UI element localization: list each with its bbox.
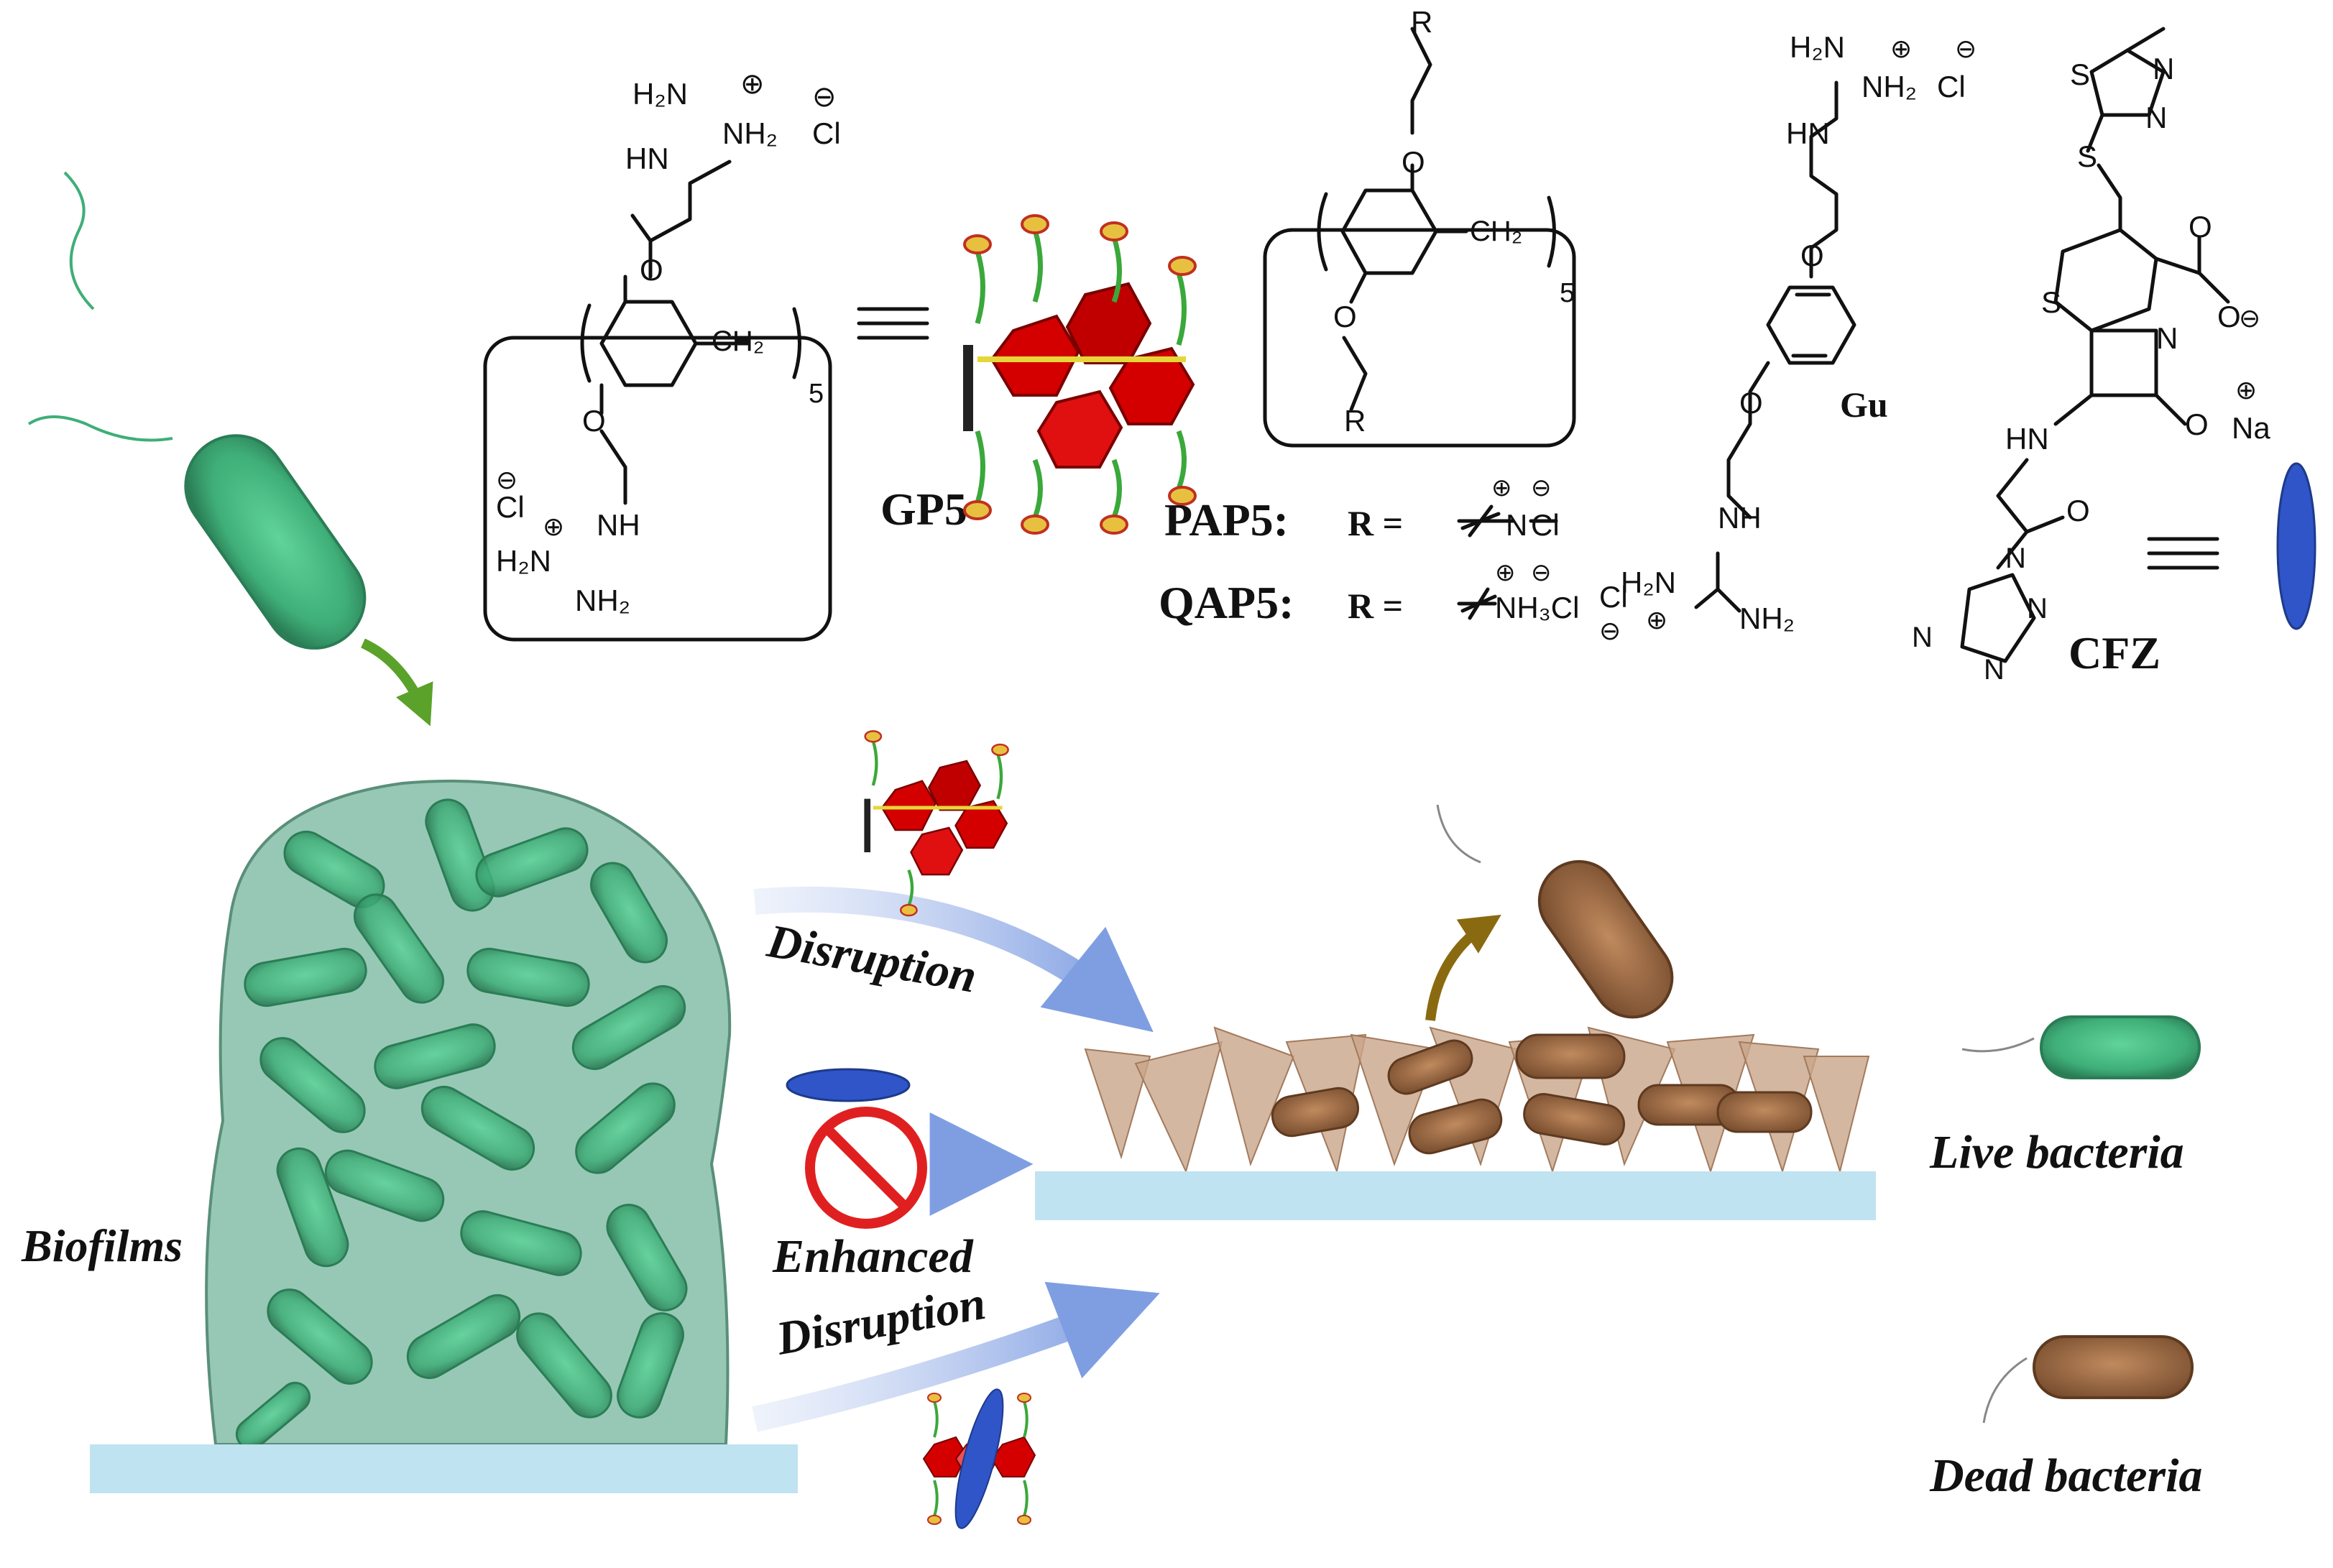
gp5-o-top: O — [640, 253, 663, 287]
legend-dead-bacterium — [2033, 1335, 2194, 1399]
gp5-minus-bottom: ⊖ — [496, 465, 517, 494]
gp5-plus-top: ⊕ — [740, 68, 765, 100]
released-dead-bacterium — [1537, 859, 1674, 1019]
pap5-label: PAP5: — [1164, 494, 1289, 545]
qap5-label: QAP5: — [1159, 577, 1294, 628]
legend-live-bacterium — [2040, 1015, 2201, 1079]
pap5-minus: ⊖ — [1531, 474, 1552, 502]
pap5-n: N — [1506, 508, 1527, 542]
gu-cl-bottom: Cl — [1599, 580, 1628, 614]
pap5-qap5-structure: R O CH₂ 5 O R PAP5: R = N ⊕ ⊖ Cl QAP5: R… — [1159, 5, 1579, 628]
biofilms-label: Biofilms — [21, 1220, 183, 1271]
gp5-ch2: CH₂ — [712, 326, 764, 357]
gu-h2n-bottom: H₂N — [1621, 566, 1676, 599]
pap5-r-top: R — [1411, 5, 1432, 39]
pap5-r-equals: R = — [1348, 503, 1403, 543]
pap5-r-bottom: R — [1344, 404, 1366, 438]
cfz-n-tz4: N — [1984, 654, 2005, 686]
gp5-h2n-bottom: H₂N — [496, 544, 551, 578]
gu-plus-bottom: ⊕ — [1646, 605, 1667, 635]
gu-nh: NH — [1718, 501, 1762, 535]
pap5-o-bottom: O — [1333, 300, 1357, 333]
cfz-o-amide: O — [2066, 494, 2090, 527]
cfz-n2: N — [2145, 101, 2167, 134]
cfz-o1: O — [2189, 210, 2212, 244]
legend-dead-label: Dead bacteria — [1929, 1449, 2202, 1502]
gp5-cartoon-top — [963, 214, 1197, 535]
process-enhanced-disruption: Enhanced Disruption — [752, 1230, 1160, 1529]
gu-hn: HN — [1786, 116, 1830, 150]
gp5-o-bottom: O — [582, 404, 606, 438]
cfz-n-tz1: N — [2005, 543, 2026, 574]
cfz-ellipse-small-icon — [786, 1068, 911, 1102]
cfz-label: CFZ — [2069, 627, 2161, 678]
process-blocked — [740, 1068, 1034, 1229]
gu-o-top: O — [1800, 239, 1824, 272]
cfz-structure: S N N S S O O ⊖ N O ⊕ Na HN O N N N N CF… — [1912, 27, 2316, 686]
gp5-label: GP5 — [880, 484, 967, 535]
enhanced-label: Enhanced — [772, 1230, 974, 1283]
gu-label: Gu — [1840, 384, 1888, 425]
cfz-o-lactam: O — [2185, 407, 2209, 441]
gp5-h2n-top: H₂N — [632, 77, 688, 111]
cfz-s-ring2: S — [2041, 285, 2061, 319]
legend-live-label: Live bacteria — [1929, 1126, 2184, 1179]
cfz-s-link: S — [2077, 139, 2097, 173]
biofilm-substrate — [90, 1444, 798, 1493]
qap5-nh3cl: NH₃Cl — [1495, 591, 1579, 624]
gp5-structure: H₂N ⊕ NH₂ ⊖ Cl HN O CH₂ 5 O NH Cl ⊖ ⊕ H₂… — [483, 68, 967, 642]
cfz-o2: O — [2217, 300, 2241, 333]
gp5-nh2-top: NH₂ — [722, 116, 778, 150]
cfz-s-ring: S — [2070, 57, 2090, 91]
gp5-nh: NH — [597, 508, 640, 542]
gu-o-bottom: O — [1739, 386, 1763, 420]
gu-minus-bottom: ⊖ — [1599, 616, 1621, 645]
gu-nh2-top: NH₂ — [1862, 70, 1917, 103]
pap5-o-top: O — [1402, 145, 1425, 179]
pap5-ch2: CH₂ — [1470, 216, 1522, 247]
disrupted-substrate — [1035, 1171, 1876, 1220]
gp5-cl-top: Cl — [812, 116, 841, 150]
legend: Live bacteria Dead bacteria — [1929, 1015, 2202, 1502]
gp5-sub5: 5 — [809, 379, 824, 409]
cfz-n-bicycle: N — [2156, 321, 2178, 355]
gu-minus-top: ⊖ — [1955, 34, 1977, 63]
cfz-n-tz3: N — [1912, 622, 1933, 653]
process-disruption: Disruption — [753, 730, 1154, 1033]
gu-plus-top: ⊕ — [1890, 34, 1912, 63]
gu-h2n-top: H₂N — [1790, 30, 1845, 64]
gu-nh2-bottom: NH₂ — [1739, 601, 1795, 635]
gp5-minus-top: ⊖ — [812, 81, 837, 113]
gp5-cl-bottom: Cl — [496, 490, 525, 524]
cfz-ellipse-icon — [2276, 462, 2316, 630]
gu-structure: H₂N ⊕ ⊖ NH₂ Cl HN O O Gu NH H₂N Cl ⊖ ⊕ N… — [1599, 30, 1977, 645]
cfz-o-minus: ⊖ — [2239, 303, 2260, 333]
cfz-na-plus: ⊕ — [2235, 375, 2257, 405]
qap5-r-equals: R = — [1348, 586, 1403, 626]
pap5-cl: Cl — [1531, 508, 1560, 542]
qap5-minus: ⊖ — [1531, 559, 1552, 586]
gp5-hn: HN — [625, 142, 669, 175]
free-live-bacterium — [27, 171, 433, 727]
biofilm — [90, 779, 798, 1493]
cfz-hn: HN — [2005, 422, 2049, 456]
cfz-na: Na — [2232, 411, 2270, 445]
cfz-n-tz2: N — [2027, 593, 2048, 624]
gp5-plus-bottom: ⊕ — [543, 512, 564, 541]
gp5-nh2-bottom: NH₂ — [575, 584, 630, 617]
disrupted-biofilm — [1035, 804, 1876, 1220]
gu-cl-top: Cl — [1937, 70, 1966, 103]
pap5-plus: ⊕ — [1491, 474, 1512, 502]
pap5-sub5: 5 — [1560, 278, 1575, 308]
qap5-plus: ⊕ — [1495, 559, 1516, 586]
cfz-n1: N — [2153, 52, 2174, 86]
